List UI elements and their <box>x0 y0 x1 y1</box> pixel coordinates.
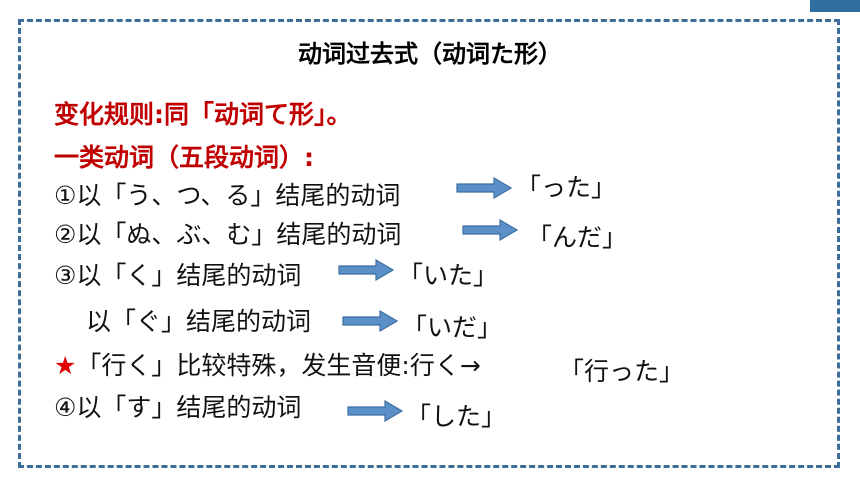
special-line: ★「行く」比较特殊，发生音便:行く→ <box>54 346 481 382</box>
arrow-icon <box>347 400 403 422</box>
special-text: 「行く」比较特殊，发生音便:行く→ <box>76 351 481 380</box>
dashed-frame <box>18 19 840 468</box>
row-1-result: 「った」 <box>516 173 617 202</box>
row-4-label: 以「ぐ」结尾的动词 <box>86 307 312 336</box>
rule-text: 变化规则:同「动词て形」。 <box>54 100 352 129</box>
top-bar <box>0 0 860 12</box>
row-2-result: 「んだ」 <box>527 223 628 252</box>
arrow-icon <box>338 259 394 281</box>
row-3-label: ③以「く」结尾的动词 <box>54 261 302 290</box>
row-2-label: ②以「ぬ、ぶ、む」结尾的动词 <box>54 220 402 249</box>
arrow-icon <box>462 219 518 241</box>
special-result: 「行った」 <box>559 357 685 386</box>
row-1-label: ①以「う、つ、る」结尾的动词 <box>54 181 401 210</box>
category-text: 一类动词（五段动词）: <box>54 143 314 172</box>
row-4-result: 「いだ」 <box>402 313 503 342</box>
row-5-label: ④以「す」结尾的动词 <box>54 393 302 422</box>
row-3-result: 「いた」 <box>398 261 499 290</box>
arrow-icon <box>342 310 398 332</box>
arrow-icon <box>456 177 512 199</box>
page-title: 动词过去式（动词た形） <box>298 40 562 68</box>
row-5-result: 「した」 <box>406 402 507 431</box>
star-icon: ★ <box>54 351 77 380</box>
top-bar-accent <box>810 0 860 12</box>
